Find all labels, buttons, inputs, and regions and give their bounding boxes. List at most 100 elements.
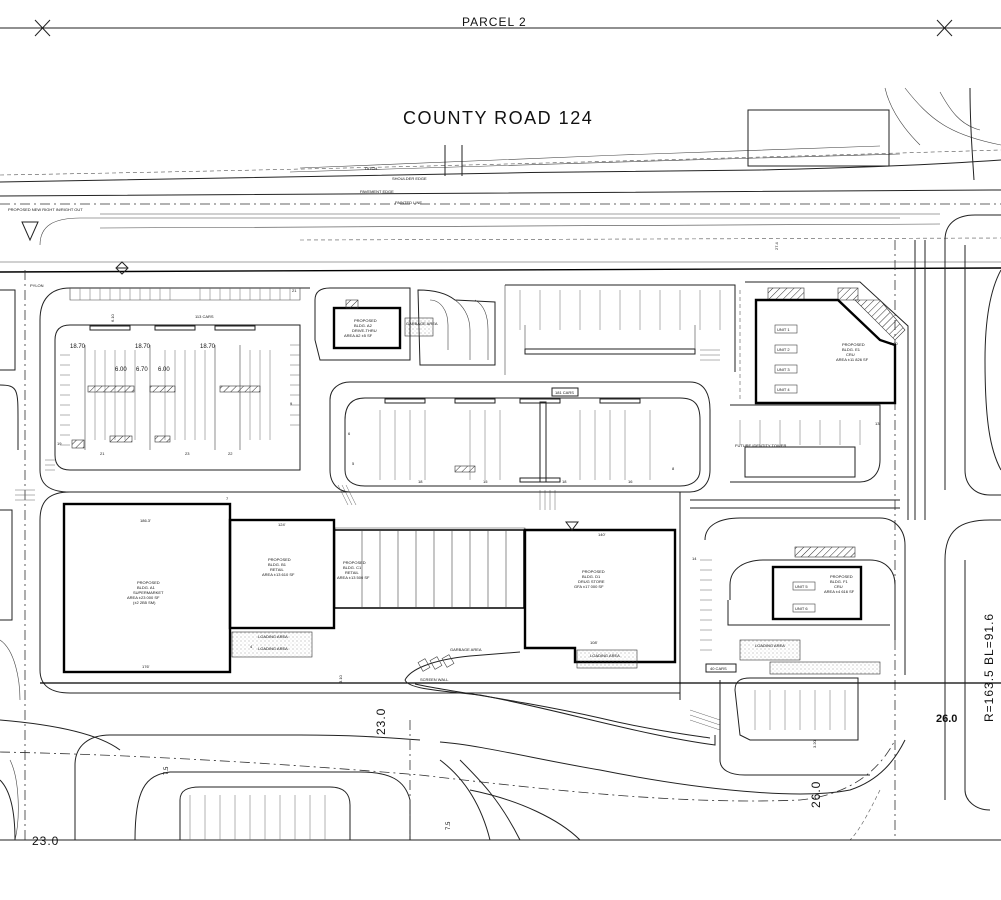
cru-e-line3: CRU [846, 352, 855, 357]
building-retail-c [333, 529, 525, 609]
stall-count-k: 18 [562, 479, 567, 484]
screen-wall-label: SCREEN WALL [420, 677, 449, 682]
dim-sup-width: 186.3' [140, 518, 151, 523]
county-road-lines [0, 87, 1001, 273]
supermarket-line2: BLDG. A1 [137, 585, 156, 590]
cru-f-line2: BLDG. F1 [830, 579, 849, 584]
pad-a2-line2: BLDG. A2 [354, 323, 373, 328]
ditch-label: DITCH [365, 166, 377, 171]
main-retail-row [39, 491, 1001, 700]
dim-depth-2: 3.10 [338, 674, 343, 683]
stall-count-h: 5 [352, 461, 355, 466]
building-a2 [332, 306, 402, 350]
right-edge-curbs [944, 214, 1001, 811]
dim-drug-depth: 108' [590, 640, 598, 645]
dim-aisle-1: 6.00 [115, 367, 127, 373]
dim-75-b: 7.5 [446, 821, 452, 830]
retail-c-line4: AREA ±13 500 SF [337, 575, 370, 580]
dim-road-23-b: 23.0 [32, 834, 59, 848]
unit-f1: UNIT 5 [795, 584, 808, 589]
supermarket-line3: SUPERMARKET [133, 590, 164, 595]
future-identity-tower-label: FUTURE IDENTITY TOWER [735, 443, 786, 448]
garbage-screen-wall [404, 651, 716, 746]
retail-c-line3: RETAIL [345, 570, 359, 575]
supermarket-line5: (±2 2B5 SM) [133, 600, 156, 605]
parcel-label: PARCEL 2 [462, 15, 527, 29]
curve-label: R=163.5 BL=91.6 [982, 613, 996, 722]
entrance-triangle-icon [21, 221, 39, 242]
building-drug-store [523, 528, 677, 664]
stall-count-g: 6 [348, 431, 351, 436]
unit-f2: UNIT 6 [795, 606, 808, 611]
stall-count-a: 21 [292, 288, 297, 293]
cru-f-line1: PROPOSED [830, 574, 853, 579]
stall-count-o: 14 [692, 556, 697, 561]
building-e [754, 298, 897, 405]
dim-road-23-a: 23.0 [374, 708, 388, 735]
stall-count-b: 19 [57, 441, 62, 446]
garbage-area-label: GARBAGE AREA [450, 647, 482, 652]
dim-aisle-2: 6.70 [136, 367, 148, 373]
cru-e-line1: PROPOSED [842, 342, 865, 347]
central-parking-lot [329, 284, 736, 493]
south-road [0, 719, 1001, 841]
pylon-diamond-icon [115, 261, 129, 275]
stall-count-q: 4 [250, 644, 253, 649]
dim-retail-width: 124' [278, 522, 286, 527]
shoulder-edge-label: SHOULDER EDGE [392, 176, 427, 181]
retail-b-line1: PROPOSED [268, 557, 291, 562]
stall-count-l: 16 [628, 479, 633, 484]
retail-b-line2: BLDG. B1 [268, 562, 287, 567]
stall-count-j: 15 [483, 479, 488, 484]
entrance-arrow-icon [565, 521, 579, 531]
proposed-new-row-label: PROPOSED NEW RIGHT IN/RIGHT OUT [8, 207, 83, 212]
drug-store-line1: PROPOSED [582, 569, 605, 574]
loading-area-4-label: LOADING AREA [755, 643, 785, 648]
dim-bay-3: 18.70 [200, 344, 216, 350]
painted-line-label: PAINTED LINE [395, 200, 422, 205]
building-f [771, 565, 863, 621]
dim-75-a: 7.5 [164, 766, 170, 775]
retail-b-line3: RETAIL [270, 567, 284, 572]
drug-store-line3: DRUG STORE [578, 579, 605, 584]
parcel-boundary [0, 19, 1001, 37]
unit-e3: UNIT 3 [777, 367, 790, 372]
supermarket-line4: AREA ±23 000 SF [127, 595, 160, 600]
dim-road-26-a: 26.0 [936, 713, 957, 725]
dim-depth-1: 6.10 [110, 313, 115, 322]
dim-drug-width: 140' [598, 532, 606, 537]
existing-building-outline [747, 109, 890, 167]
east-cru-area [690, 240, 926, 840]
garbage-area-top-label: GARBAGE AREA [406, 321, 438, 326]
cars-181-label: 181 CARS [555, 390, 574, 395]
cru-f-line3: CRU [834, 584, 843, 589]
unit-e4: UNIT 4 [777, 387, 790, 392]
pylon-label: PYLON [30, 283, 44, 288]
pad-a2-line1: PROPOSED [354, 318, 377, 323]
unit-e2: UNIT 2 [777, 347, 790, 352]
pad-a2-area [314, 287, 496, 366]
loading-area-2-label: LOADING AREA [258, 646, 288, 651]
stall-count-p: 7 [226, 496, 229, 501]
dim-bay-1: 18.70 [70, 344, 86, 350]
dim-sup-depth: 176' [142, 664, 150, 669]
left-edge-curbs [0, 270, 26, 841]
cru-f-line4: AREA ±4 616 SF [824, 589, 855, 594]
drug-store-line4: GFA ±17 000 SF [574, 584, 604, 589]
stall-count-m: 8 [672, 466, 675, 471]
west-parking-lot [39, 287, 310, 493]
stall-count-d: 23 [185, 451, 190, 456]
road-name: COUNTY ROAD 124 [403, 108, 593, 128]
retail-c-line1: PROPOSED [343, 560, 366, 565]
dim-bay-2: 18.70 [135, 344, 151, 350]
cars-113-label: 113 CARS [195, 314, 214, 319]
pad-f-area [700, 517, 906, 776]
stall-count-n: 13 [875, 421, 880, 426]
cru-e-line2: BLDG. E1 [842, 347, 861, 352]
crosswalks [15, 349, 721, 731]
retail-c-line2: BLDG. C1 [343, 565, 362, 570]
unit-e1: UNIT 1 [777, 327, 790, 332]
supermarket-line1: PROPOSED [137, 580, 160, 585]
cru-e-line4: AREA ±11 826 SF [836, 357, 869, 362]
